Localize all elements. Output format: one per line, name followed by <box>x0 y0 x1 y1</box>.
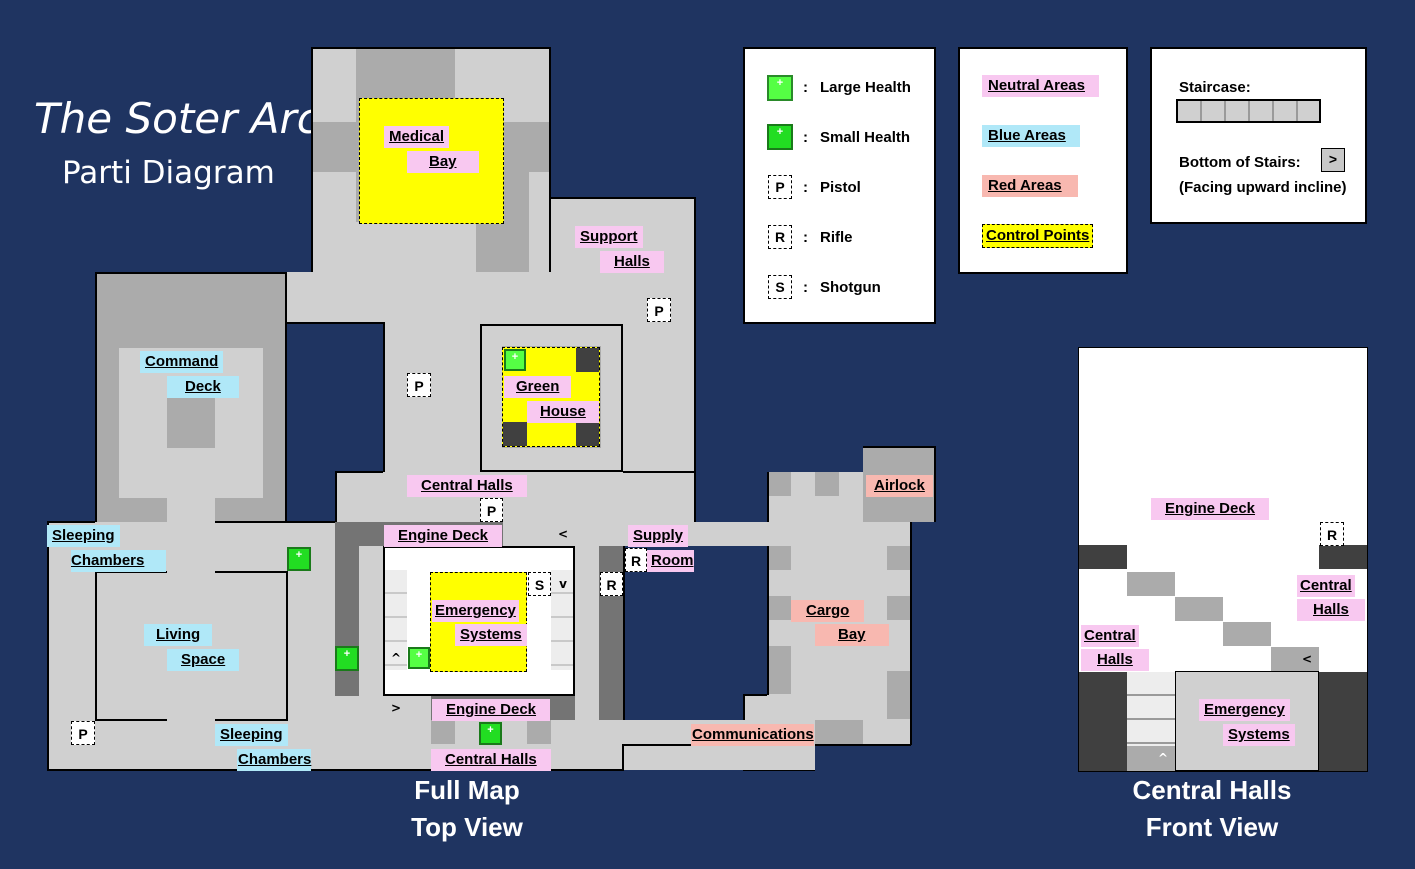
medical-bay-label: Bay <box>407 151 479 173</box>
engine-deck-label: Engine Deck <box>384 525 503 547</box>
front-emergency-systems-label: Emergency <box>1199 699 1290 721</box>
sleeping-chambers-label: Sleeping <box>47 525 120 547</box>
map-title: The Soter Arc <box>34 94 320 143</box>
command-deck-label: Deck <box>167 376 239 398</box>
shotgun-icon: S <box>768 275 792 299</box>
small-health-icon: + <box>767 124 793 150</box>
stair-arrow-left: < <box>557 527 569 541</box>
front-central-halls-label: Central <box>1081 625 1139 647</box>
staircase-label: Staircase: <box>1179 79 1251 96</box>
small-health-icon[interactable]: + <box>479 722 502 745</box>
rifle-pickup[interactable]: R <box>1320 522 1344 546</box>
staircase-swatch <box>1176 99 1321 123</box>
stair-arrow-right: > <box>390 701 402 715</box>
stair-arrow-up: ^ <box>1157 751 1169 765</box>
area-legend-panel: Neutral Areas Blue Areas Red Areas Contr… <box>958 47 1128 274</box>
pistol-pickup[interactable]: P <box>480 498 503 522</box>
front-central-halls-label: Central <box>1297 575 1355 597</box>
bottom-of-stairs-icon: > <box>1321 148 1345 172</box>
cargo-bay-label: Cargo <box>791 600 865 622</box>
facing-note: (Facing upward incline) <box>1179 179 1347 196</box>
small-health-icon[interactable]: + <box>287 547 311 571</box>
pistol-pickup[interactable]: P <box>407 373 431 397</box>
medical-bay-label: Medical <box>384 126 450 148</box>
bottom-of-stairs-label: Bottom of Stairs: <box>1179 154 1301 171</box>
stairs-legend-panel: Staircase: Bottom of Stairs: > (Facing u… <box>1150 47 1367 224</box>
sleeping-chambers-label: Chambers <box>237 749 312 771</box>
small-health-label: Small Health <box>820 129 911 146</box>
front-central-halls-label: Halls <box>1081 649 1149 671</box>
sleeping-chambers-label: Sleeping <box>215 724 288 746</box>
top-view-caption: Top View <box>411 812 523 842</box>
map-subtitle: Parti Diagram <box>62 155 275 191</box>
front-view-caption: Central Halls <box>1132 775 1292 805</box>
front-view-caption: Front View <box>1145 812 1279 842</box>
small-health-icon[interactable]: + <box>335 646 359 671</box>
pistol-label: Pistol <box>820 179 861 196</box>
upper-corridor <box>287 272 551 324</box>
greenhouse-label: House <box>527 401 599 423</box>
central-halls-front-view: Engine Deck R Central Halls Central Hall… <box>1078 347 1368 772</box>
central-halls-label: Central Halls <box>431 749 551 771</box>
rifle-pickup[interactable]: R <box>625 548 647 572</box>
supply-room-label: Room <box>647 550 694 572</box>
large-health-icon[interactable]: + <box>504 349 526 371</box>
red-areas-swatch: Red Areas <box>982 175 1078 197</box>
stair-arrow-down: v <box>559 577 567 591</box>
central-halls-label: Central Halls <box>407 475 527 497</box>
stair-arrow-up: ^ <box>390 651 402 665</box>
large-health-icon[interactable]: + <box>408 647 430 669</box>
shotgun-label: Shotgun <box>820 279 881 296</box>
top-view-caption: Full Map <box>414 775 520 805</box>
neutral-areas-swatch: Neutral Areas <box>982 75 1099 97</box>
pistol-pickup[interactable]: P <box>647 298 671 322</box>
pistol-icon: P <box>768 175 792 199</box>
cargo-bay-label: Bay <box>815 624 889 646</box>
greenhouse-label: Green <box>504 376 572 398</box>
command-deck-label: Command <box>140 351 224 373</box>
emergency-systems-label: Systems <box>455 624 527 646</box>
sleeping-chambers-label: Chambers <box>71 550 167 572</box>
support-halls-label: Halls <box>600 251 664 273</box>
emergency-systems-control-point <box>430 572 527 672</box>
pistol-pickup[interactable]: P <box>71 721 95 745</box>
rifle-label: Rifle <box>820 229 853 246</box>
shotgun-pickup[interactable]: S <box>528 572 551 596</box>
front-emergency-systems-block <box>1175 671 1319 771</box>
supply-room-label: Supply <box>628 525 689 547</box>
large-health-label: Large Health <box>820 79 911 96</box>
rifle-icon: R <box>768 225 792 249</box>
control-points-swatch: Control Points <box>982 224 1094 248</box>
living-space-label: Living <box>144 624 213 646</box>
item-legend-panel: + : Large Health + : Small Health P : Pi… <box>743 47 936 324</box>
support-halls-label: Support <box>575 226 643 248</box>
living-space-label: Space <box>167 649 240 671</box>
front-emergency-systems-label: Systems <box>1223 724 1295 746</box>
front-central-halls-label: Halls <box>1297 599 1365 621</box>
rifle-pickup[interactable]: R <box>600 572 623 596</box>
communications-label: Communications <box>691 724 814 746</box>
emergency-systems-label: Emergency <box>432 600 519 622</box>
airlock-label: Airlock <box>866 475 933 497</box>
blue-areas-swatch: Blue Areas <box>982 125 1080 147</box>
front-engine-deck-label: Engine Deck <box>1151 498 1270 520</box>
stair-arrow-left: < <box>1301 652 1313 666</box>
engine-deck-label: Engine Deck <box>432 699 551 721</box>
large-health-icon: + <box>767 75 793 101</box>
